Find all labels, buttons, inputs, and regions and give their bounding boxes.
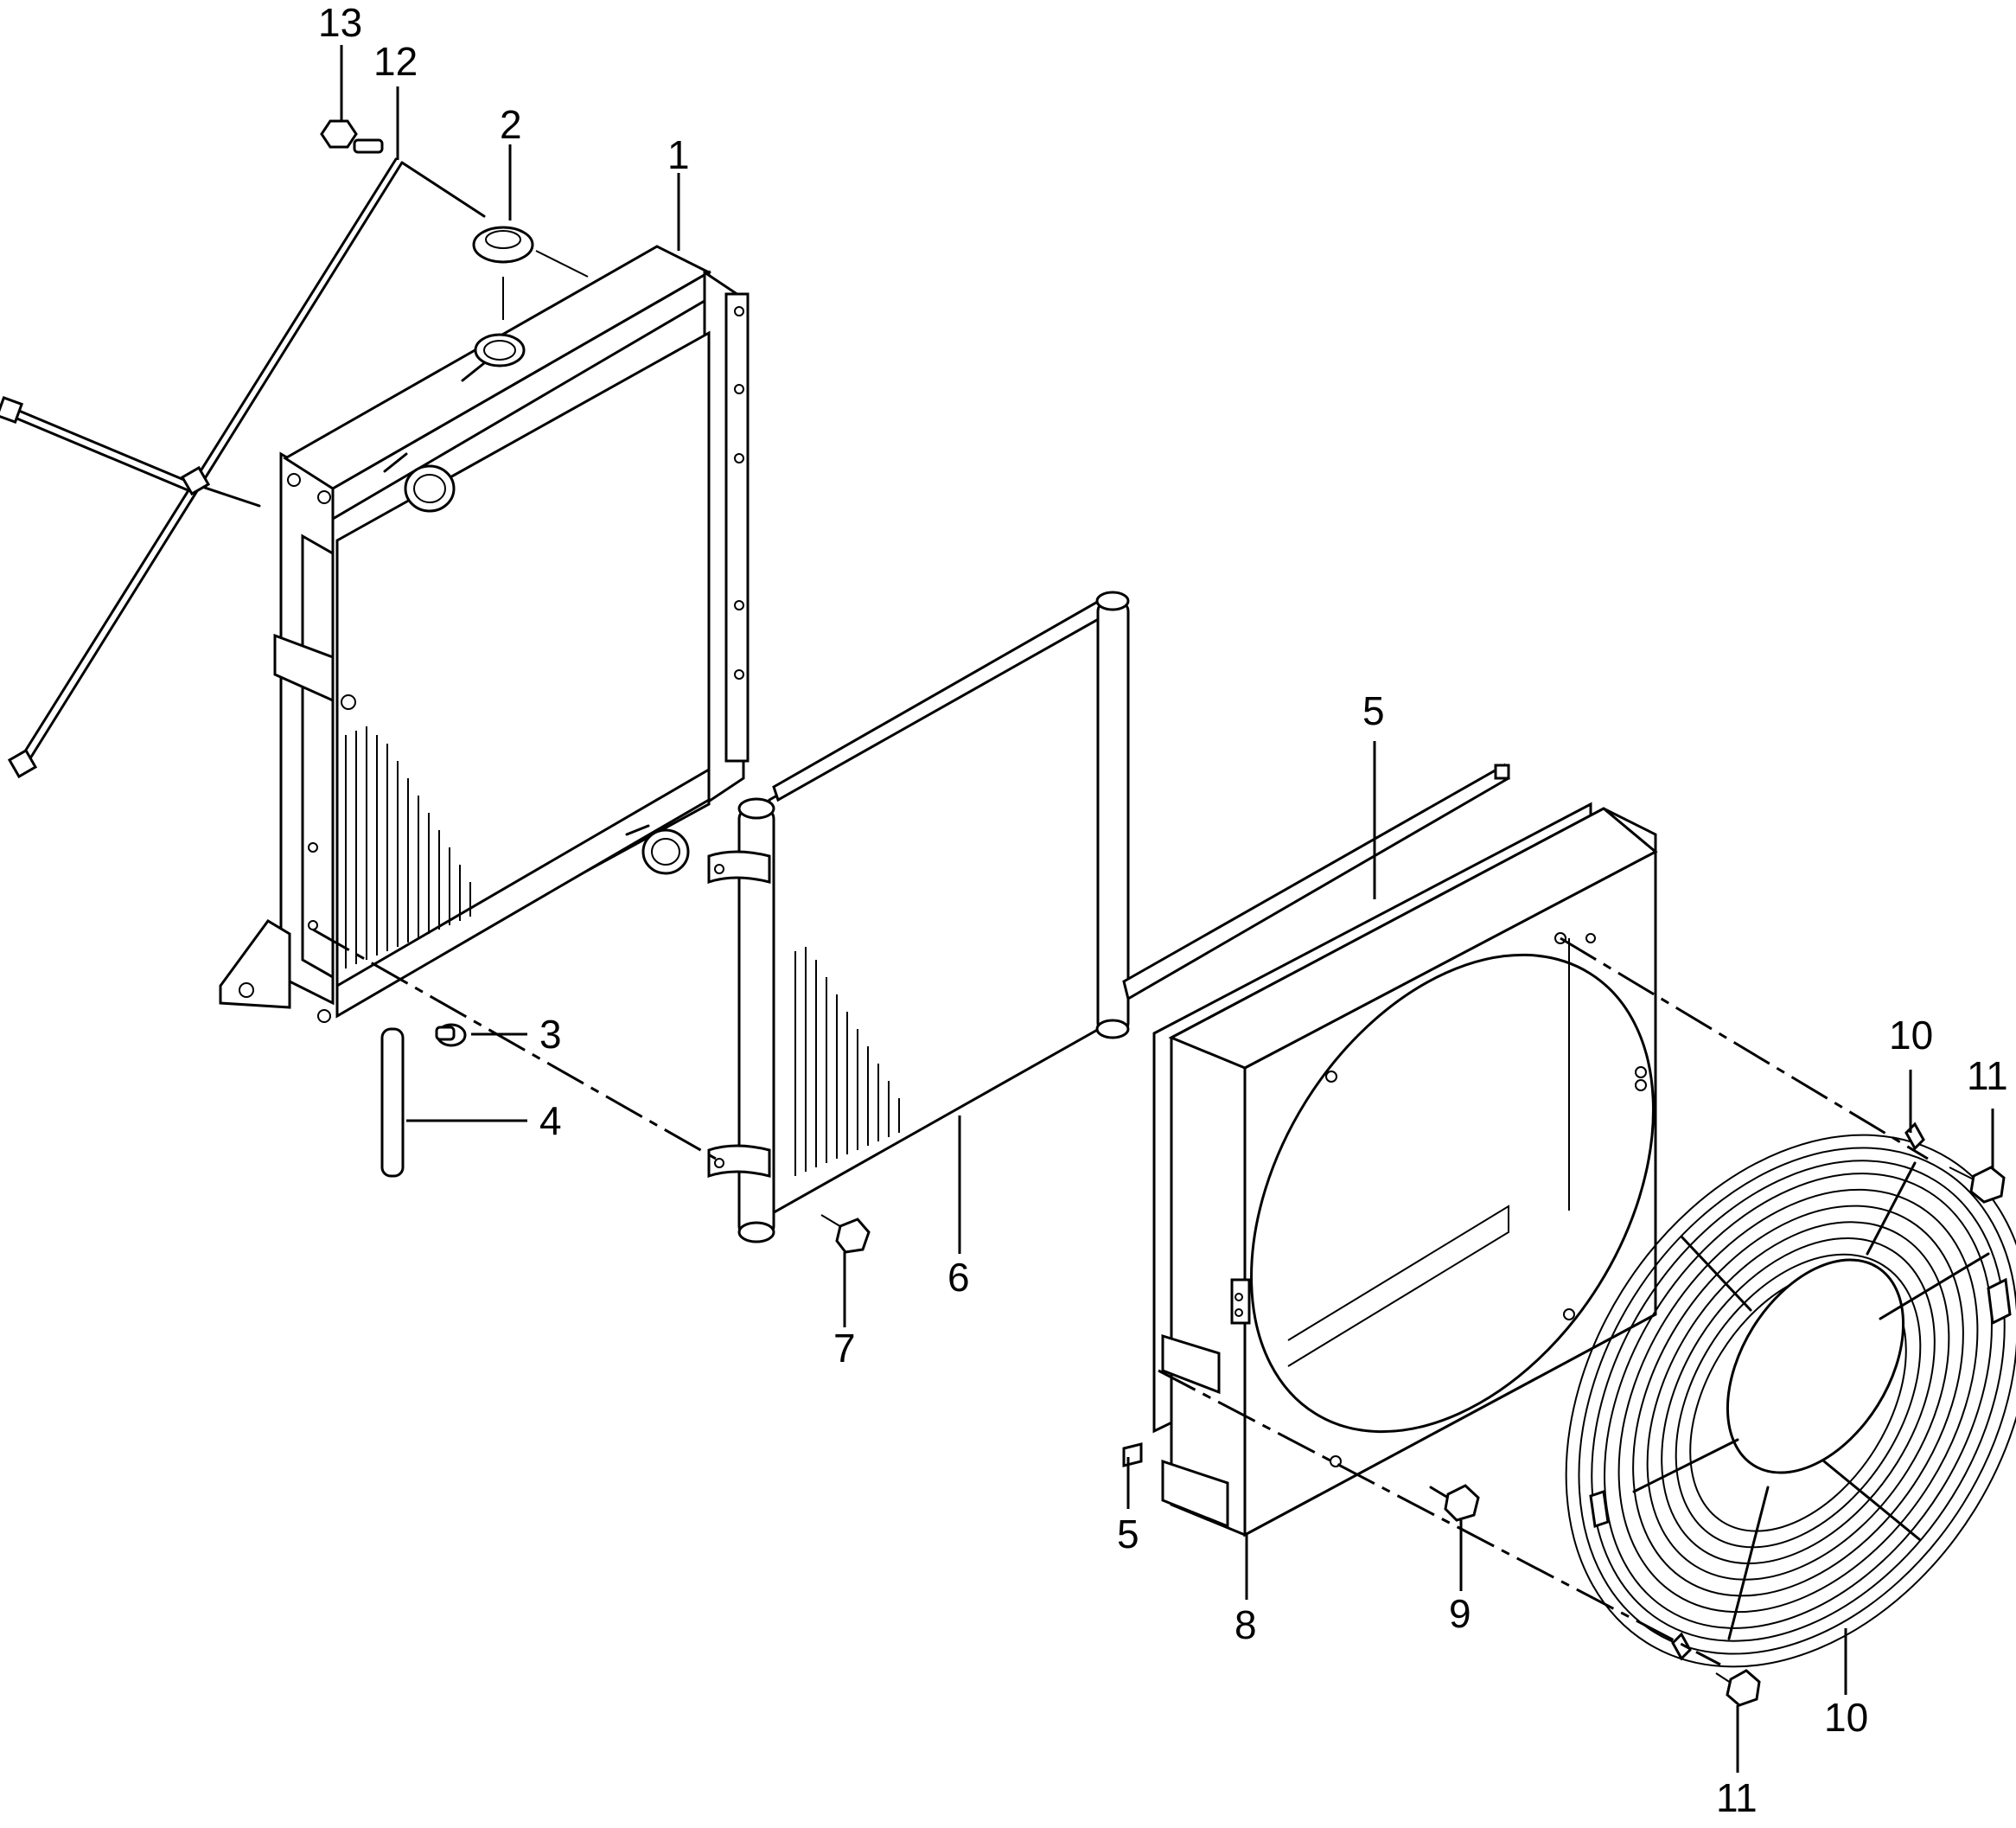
callout-13: 13 (318, 0, 362, 45)
callout-5-upper: 5 (1362, 688, 1385, 733)
callout-10-lower: 10 (1824, 1695, 1868, 1740)
oil-cooler (707, 591, 1130, 1243)
drain-hose (380, 1027, 405, 1178)
callout-9: 9 (1449, 1591, 1471, 1636)
drain-cock (435, 1023, 467, 1047)
callout-11-upper: 11 (1967, 1053, 2008, 1098)
callout-1: 1 (667, 132, 690, 177)
fan-guard (1565, 1122, 2016, 1668)
callout-12: 12 (373, 39, 418, 84)
callout-10-upper: 10 (1889, 1013, 1933, 1058)
callout-7: 7 (833, 1326, 856, 1371)
callout-2: 2 (500, 102, 522, 147)
callout-5-lower: 5 (1117, 1512, 1139, 1556)
callout-labels: 13 12 2 1 3 4 5 6 7 5 8 9 10 11 10 11 (318, 0, 2008, 1820)
stay-rod-assembly (0, 119, 589, 779)
bolt-9 (1429, 1484, 1480, 1522)
center-lines (312, 928, 1929, 1666)
bolt-7 (820, 1214, 871, 1254)
callout-8: 8 (1234, 1602, 1257, 1647)
radiator (219, 245, 750, 1023)
leader-lines (340, 45, 1994, 1773)
radiator-cap (472, 226, 534, 320)
bolt-11-lower (1715, 1669, 1761, 1707)
callout-6: 6 (947, 1255, 970, 1300)
seal-strip-top (1122, 763, 1510, 1001)
callout-11-lower: 11 (1716, 1775, 1758, 1820)
bolt-11-upper (1949, 1166, 2006, 1204)
callout-4: 4 (539, 1098, 562, 1143)
callout-3: 3 (539, 1012, 562, 1057)
seal-strip-bottom (1122, 1442, 1143, 1467)
fan-shroud (1152, 802, 1658, 1537)
